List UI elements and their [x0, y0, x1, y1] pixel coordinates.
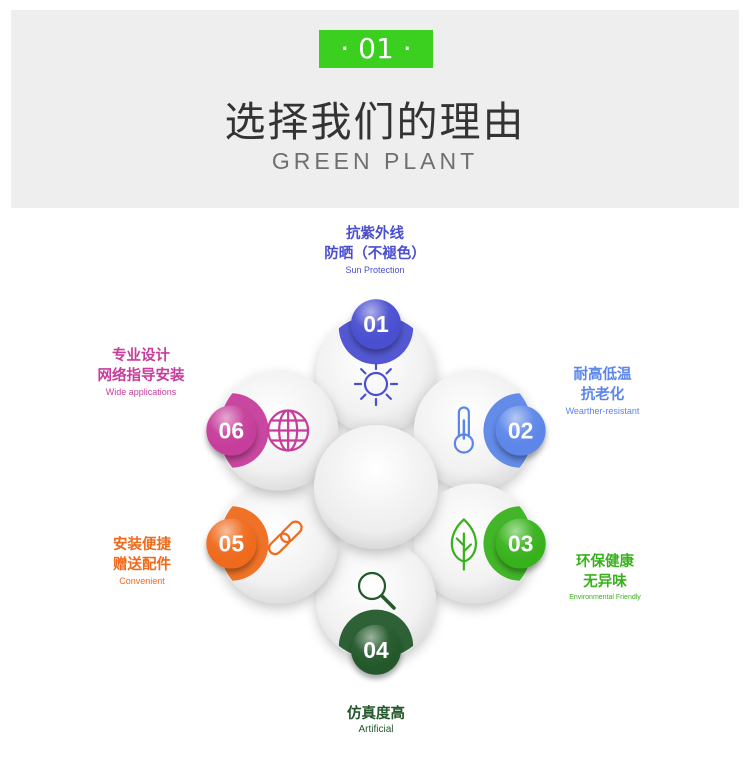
number-badge-05-text: 05 — [219, 531, 245, 557]
number-badge-03: 03 — [495, 518, 546, 569]
feature-05-title: 安装便捷 — [113, 537, 171, 553]
feature-label-05: 安装便捷 赠送配件 Convenient — [92, 535, 192, 587]
number-badge-06-text: 06 — [219, 418, 245, 444]
icon-layer — [267, 361, 477, 610]
number-badge-01-text: 01 — [363, 311, 389, 337]
feature-02-title: 耐高低温 — [573, 367, 632, 383]
thermometer-icon — [453, 406, 474, 454]
feature-01-title: 抗紫外线 — [346, 226, 404, 242]
number-badge-04-text: 04 — [363, 637, 389, 663]
link-icon — [267, 520, 303, 556]
feature-02-english: Wearther-resistant — [565, 406, 640, 416]
feature-06-english: Wide applications — [105, 387, 177, 397]
feature-05-subtitle: 赠送配件 — [113, 557, 171, 573]
sun-icon — [353, 361, 399, 407]
number-badge-03-text: 03 — [508, 531, 534, 557]
feature-04-title: 仿真度高 — [347, 706, 405, 722]
number-badge-layer: 01 02 03 04 05 06 — [206, 299, 546, 675]
leaf-icon — [450, 518, 477, 571]
feature-label-04: 仿真度高 Artificial — [316, 704, 436, 736]
number-badge-05: 05 — [206, 518, 257, 569]
number-badge-02-text: 02 — [508, 418, 534, 444]
feature-label-06: 专业设计 网络指导安装 Wide applications — [82, 346, 200, 398]
page-title: 选择我们的理由 — [224, 98, 526, 146]
feature-03-title: 环保健康 — [576, 554, 634, 570]
feature-02-subtitle: 抗老化 — [580, 387, 625, 403]
feature-06-subtitle: 网络指导安装 — [97, 368, 185, 384]
number-badge-04: 04 — [351, 624, 401, 675]
globe-icon — [267, 409, 310, 452]
feature-03-subtitle: 无异味 — [583, 574, 627, 590]
feature-label-03: 环保健康 无异味 Environmental Friendly — [560, 552, 650, 604]
feature-label-02: 耐高低温 抗老化 Wearther-resistant — [555, 365, 650, 417]
feature-label-01: 抗紫外线 防晒（不褪色） Sun Protection — [300, 224, 450, 276]
center-disc — [314, 425, 438, 549]
page-subtitle: GREEN PLANT — [271, 148, 479, 174]
feature-04-english: Artificial — [358, 724, 394, 735]
feature-03-english: Environmental Friendly — [569, 594, 641, 601]
section-number-badge: · 01 · — [319, 30, 433, 68]
feature-01-subtitle: 防晒（不褪色） — [324, 246, 426, 262]
feature-06-title: 专业设计 — [112, 348, 170, 364]
number-badge-01: 01 — [351, 299, 401, 350]
number-badge-06: 06 — [206, 405, 257, 456]
feature-05-english: Convenient — [119, 576, 165, 586]
magnifier-icon — [357, 571, 396, 610]
number-badge-02: 02 — [495, 405, 546, 456]
feature-01-english: Sun Protection — [345, 265, 405, 275]
